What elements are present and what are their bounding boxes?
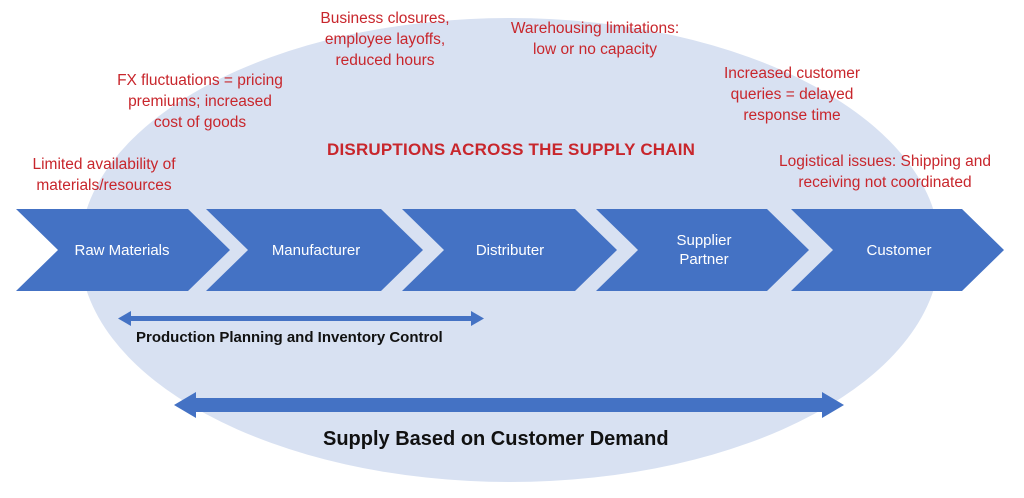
chevron-raw-materials — [16, 209, 230, 291]
production-planning-label: Production Planning and Inventory Contro… — [136, 329, 443, 346]
diagram-title: DISRUPTIONS ACROSS THE SUPPLY CHAIN — [327, 140, 696, 159]
production-arrow — [118, 311, 484, 326]
disruption-line: cost of goods — [153, 114, 247, 131]
disruption-business-closures: Business closures, employee layoffs, red… — [302, 8, 468, 71]
disruption-line: receiving not coordinated — [798, 174, 972, 191]
chevron-distributer — [402, 209, 617, 291]
disruption-limited-availability: Limited availability of materials/resour… — [14, 154, 194, 196]
disruption-warehousing: Warehousing limitations: low or no capac… — [490, 18, 700, 60]
chevron-customer — [791, 209, 1004, 291]
chevron-supplier-partner — [596, 209, 809, 291]
stage-label-supplier-partner-text: Supplier Partner — [676, 232, 732, 268]
disruption-line: premiums; increased — [128, 93, 272, 110]
disruption-line: queries = delayed — [730, 86, 854, 103]
stage-label-manufacturer: Manufacturer — [271, 242, 361, 259]
disruption-line: Increased customer — [723, 65, 861, 82]
supply-demand-label: Supply Based on Customer Demand — [323, 428, 669, 450]
disruption-line: Business closures, — [320, 10, 450, 27]
disruption-customer-queries: Increased customer queries = delayed res… — [702, 63, 882, 126]
disruption-line: reduced hours — [335, 52, 435, 69]
disruption-logistical-issues: Logistical issues: Shipping and receivin… — [760, 151, 1010, 193]
disruption-line: response time — [743, 107, 841, 124]
disruption-line: Logistical issues: Shipping and — [779, 153, 991, 170]
disruption-fx-fluctuations: FX fluctuations = pricing premiums; incr… — [100, 70, 300, 133]
supply-arrow — [174, 392, 844, 418]
disruption-line: materials/resources — [36, 177, 172, 194]
disruption-line: employee layoffs, — [324, 31, 446, 48]
disruption-line: Limited availability of — [32, 156, 176, 173]
stage-label-customer: Customer — [866, 242, 932, 259]
stage-label-distributer: Distributer — [475, 242, 545, 259]
stage-label-raw-materials: Raw Materials — [74, 242, 170, 259]
stage-label-supplier-partner: Supplier Partner — [632, 231, 776, 269]
disruption-line: Warehousing limitations: — [510, 20, 680, 37]
disruption-line: FX fluctuations = pricing — [117, 72, 283, 89]
disruption-line: low or no capacity — [532, 41, 658, 58]
chevron-manufacturer — [206, 209, 423, 291]
